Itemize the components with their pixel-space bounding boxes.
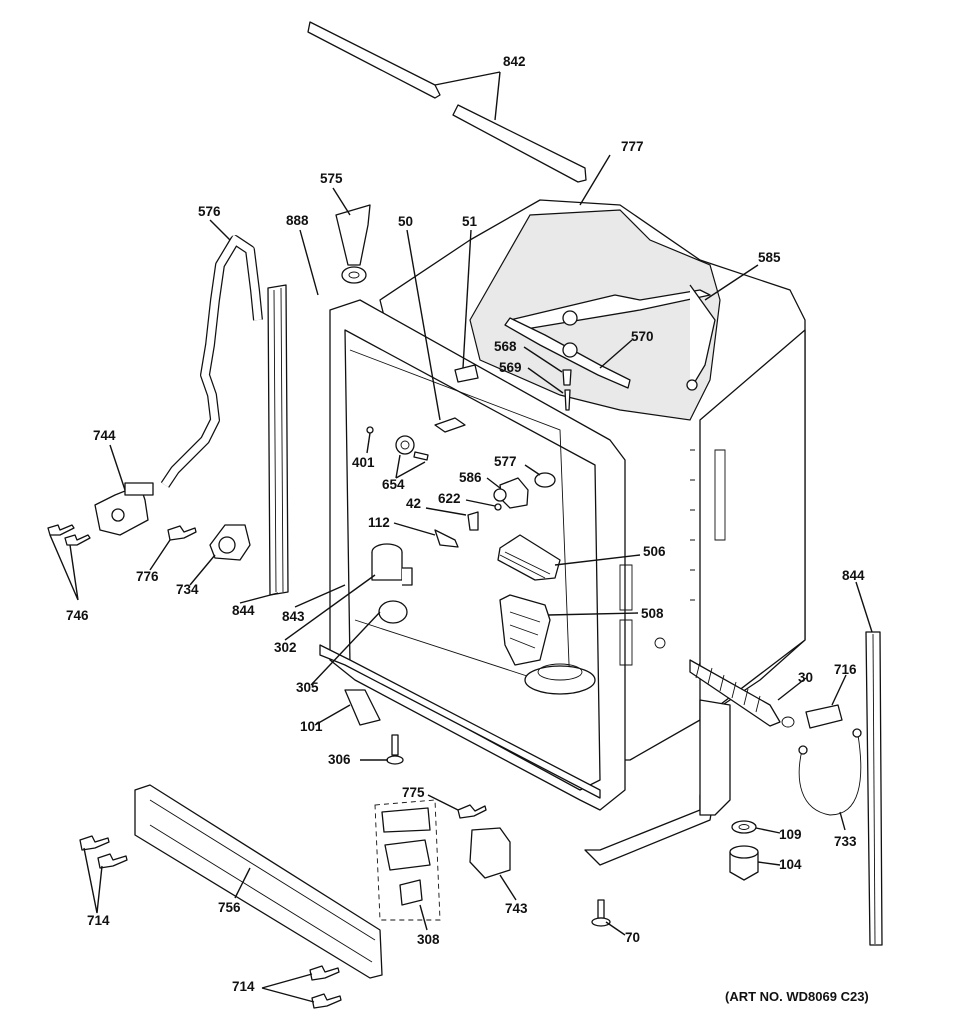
callout-401: 401 xyxy=(352,455,375,470)
callout-586: 586 xyxy=(459,470,482,485)
callout-777: 777 xyxy=(621,139,644,154)
door-latch-and-hardware xyxy=(374,799,511,921)
callout-506: 506 xyxy=(643,544,666,559)
top-gasket-strips xyxy=(307,21,587,183)
callout-743: 743 xyxy=(505,901,528,916)
side-gasket-right xyxy=(865,631,883,946)
callout-744: 744 xyxy=(93,428,116,443)
callout-775: 775 xyxy=(402,785,425,800)
callout-308: 308 xyxy=(417,932,440,947)
toe-plate-and-screws xyxy=(79,784,383,1009)
callout-42: 42 xyxy=(406,496,421,511)
callout-844-right: 844 xyxy=(842,568,865,583)
callout-654: 654 xyxy=(382,477,405,492)
door-spring xyxy=(654,637,795,728)
spray-arms xyxy=(504,284,716,411)
callout-labels: 842 777 575 576 888 50 51 585 570 568 56… xyxy=(66,54,865,994)
side-gasket-left xyxy=(267,284,289,596)
callout-577: 577 xyxy=(494,454,517,469)
callout-585: 585 xyxy=(758,250,781,265)
callout-733: 733 xyxy=(834,834,857,849)
callout-756: 756 xyxy=(218,900,241,915)
art-number: (ART NO. WD8069 C23) xyxy=(725,989,869,1004)
callout-714-bottom: 714 xyxy=(232,979,255,994)
callout-51: 51 xyxy=(462,214,478,229)
callout-109: 109 xyxy=(779,827,802,842)
detergent-and-fill-parts xyxy=(371,543,413,624)
tub-assembly xyxy=(329,199,806,866)
inlet-hose xyxy=(160,234,263,488)
screw-776 xyxy=(167,525,197,541)
float-switch xyxy=(209,524,251,561)
callout-569: 569 xyxy=(499,360,522,375)
callout-842: 842 xyxy=(503,54,526,69)
callout-112: 112 xyxy=(368,515,390,530)
leader-lines xyxy=(49,71,873,1003)
callout-576: 576 xyxy=(198,204,221,219)
callout-746: 746 xyxy=(66,608,89,623)
callout-306: 306 xyxy=(328,752,351,767)
callout-30: 30 xyxy=(798,670,813,685)
callout-734: 734 xyxy=(176,582,199,597)
callout-844-left: 844 xyxy=(232,603,255,618)
callout-776: 776 xyxy=(136,569,159,584)
small-tub-parts xyxy=(366,364,556,548)
callout-302: 302 xyxy=(274,640,297,655)
callout-101: 101 xyxy=(300,719,323,734)
inlet-valve xyxy=(94,482,154,536)
base-rail-and-foot xyxy=(319,644,601,799)
callout-568: 568 xyxy=(494,339,517,354)
callout-714-left: 714 xyxy=(87,913,110,928)
callout-843: 843 xyxy=(282,609,305,624)
callout-50: 50 xyxy=(398,214,413,229)
leveling-parts xyxy=(591,820,759,927)
callout-888: 888 xyxy=(286,213,309,228)
callout-570: 570 xyxy=(631,329,654,344)
callout-716: 716 xyxy=(834,662,857,677)
cable-and-sleeve xyxy=(798,704,862,816)
callout-104: 104 xyxy=(779,857,802,872)
callout-622: 622 xyxy=(438,491,461,506)
callout-575: 575 xyxy=(320,171,343,186)
screws-746 xyxy=(47,524,91,546)
filter-and-basket xyxy=(497,534,561,666)
callout-305: 305 xyxy=(296,680,319,695)
callout-70: 70 xyxy=(625,930,640,945)
vent-part xyxy=(335,204,371,284)
callout-508: 508 xyxy=(641,606,664,621)
